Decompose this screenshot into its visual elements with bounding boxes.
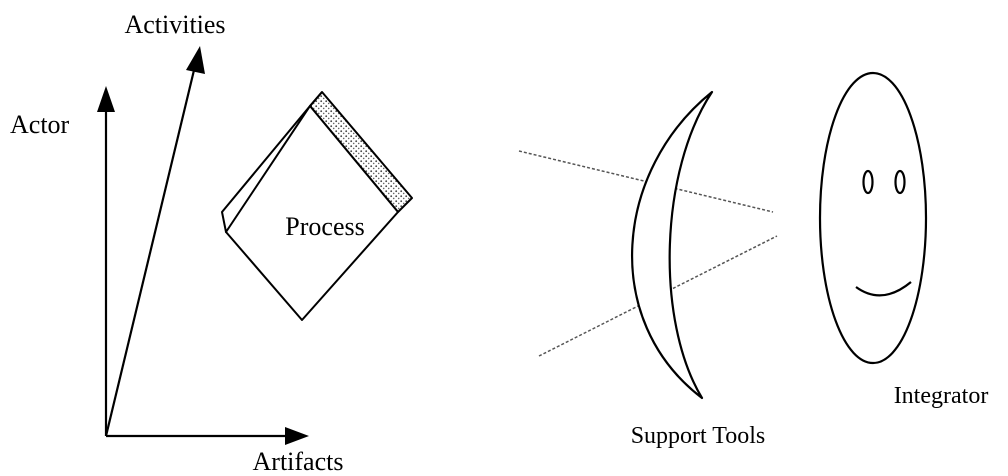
- integrator-face: [820, 73, 926, 363]
- artifacts-label: Artifacts: [253, 447, 344, 476]
- support-tools-lens: [632, 92, 712, 398]
- artifacts-arrowhead: [285, 427, 309, 445]
- integrator-head: [820, 73, 926, 363]
- integrator-right-eye: [896, 171, 905, 193]
- integrator-mouth: [856, 282, 911, 295]
- support-tools-label: Support Tools: [631, 423, 766, 449]
- integrator-left-eye: [864, 171, 873, 193]
- activities-axis: [106, 66, 195, 436]
- actor-arrowhead: [97, 86, 115, 112]
- activities-label: Activities: [124, 10, 225, 39]
- actor-label: Actor: [10, 110, 70, 139]
- process-box: [222, 92, 412, 320]
- activities-arrowhead: [186, 46, 205, 74]
- integrator-label: Integrator: [894, 383, 989, 409]
- process-label: Process: [285, 212, 364, 241]
